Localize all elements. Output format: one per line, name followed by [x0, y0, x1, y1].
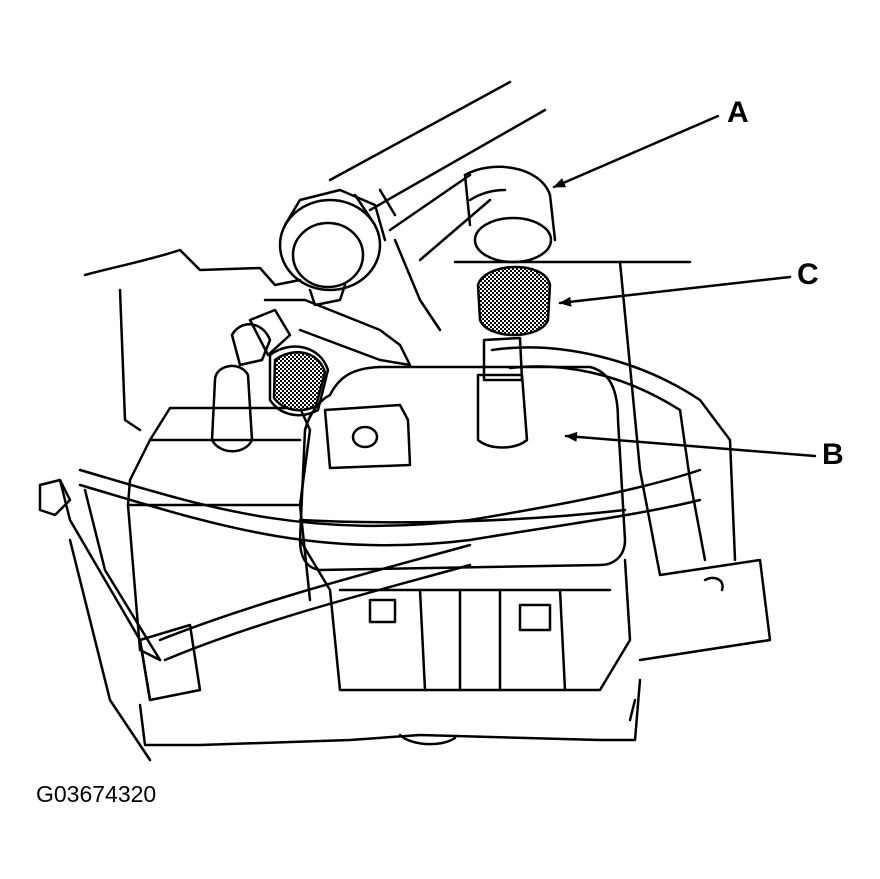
callout-label-a: A: [727, 96, 749, 129]
harness-hose-lower: [510, 366, 705, 560]
bracket-hole: [353, 427, 377, 447]
canister-top: [300, 367, 625, 570]
mesh-filter-left-outline: [270, 347, 328, 416]
harness-hose-down: [160, 545, 470, 640]
harness-clip-lower: [140, 625, 200, 700]
hose-connector-left: [280, 200, 380, 290]
left-tube: [265, 300, 410, 365]
leader-b: [566, 431, 815, 456]
hose-a-opening: [475, 218, 551, 262]
harness-hose-cross-2: [80, 485, 700, 545]
mesh-filter-c: [478, 267, 550, 335]
harness-clip-left: [40, 480, 70, 515]
upper-hose-1: [330, 82, 510, 180]
figure-code: G03674320: [36, 781, 157, 807]
port-nipple: [478, 375, 527, 448]
callout-label-b: B: [822, 438, 844, 471]
leader-c: [560, 277, 790, 307]
hose-a-inner: [470, 190, 505, 200]
lower-frame-2: [400, 735, 455, 744]
callout-label-c: C: [797, 258, 819, 291]
lower-frame: [140, 680, 640, 745]
upper-hose-2: [390, 175, 490, 260]
mesh-filter-left: [274, 352, 325, 410]
canister-tab-right: [520, 605, 550, 630]
canister-bracket: [325, 405, 410, 468]
canister-tab-left: [370, 600, 395, 622]
body-panel-outline: [85, 250, 300, 285]
canister-lower: [300, 540, 630, 690]
left-frame-2: [70, 540, 150, 760]
left-box-top: [128, 408, 310, 505]
leader-a: [554, 116, 718, 187]
hose-a-outer: [465, 167, 555, 240]
right-bracket-side: [620, 262, 770, 660]
upper-hose-1b: [370, 110, 545, 210]
harness-hose-cross-1: [80, 470, 700, 526]
left-frame: [120, 290, 140, 430]
harness-hose-upper: [492, 347, 735, 560]
